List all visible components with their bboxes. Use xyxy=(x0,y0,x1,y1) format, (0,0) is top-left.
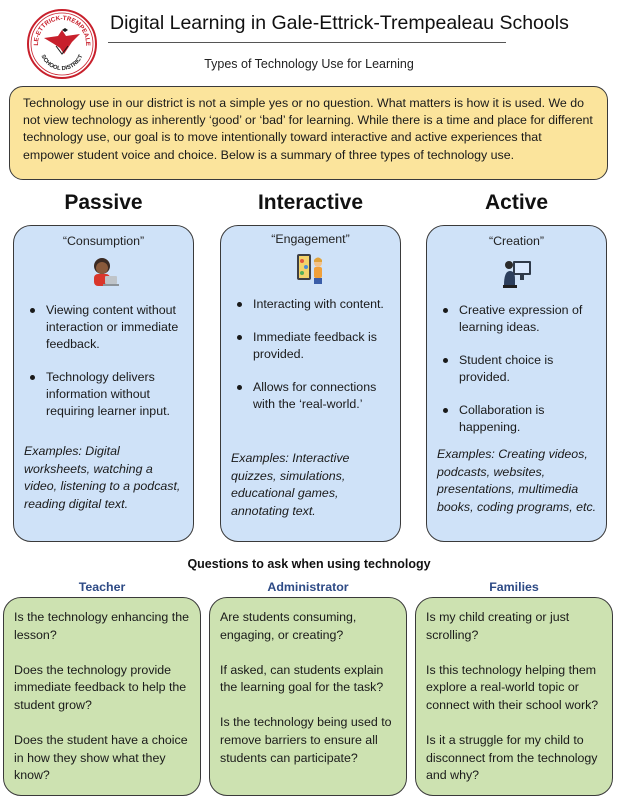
active-bullets: Creative expression of learning ideas. S… xyxy=(437,302,600,452)
question-item: If asked, can students explain the learn… xyxy=(220,662,384,695)
teacher-questions-card: Is the technology enhancing the lesson? … xyxy=(3,597,201,796)
question-item: Is the technology enhancing the lesson? xyxy=(14,610,189,642)
active-card: “Creation” Creative expression of learni… xyxy=(426,225,607,542)
list-item: Creative expression of learning ideas. xyxy=(437,302,600,336)
question-item: Is this technology helping them explore … xyxy=(426,662,599,712)
passive-subheading: “Consumption” xyxy=(62,234,145,248)
administrator-heading: Administrator xyxy=(267,580,349,594)
teacher-heading: Teacher xyxy=(78,580,126,594)
intro-box: Technology use in our district is not a … xyxy=(9,86,608,180)
interactive-subheading: “Engagement” xyxy=(271,232,350,246)
question-item: Does the technology provide immediate fe… xyxy=(14,662,187,712)
passive-bullets: Viewing content without interaction or i… xyxy=(24,302,187,436)
list-item: Allows for connections with the ‘real-wo… xyxy=(231,379,394,413)
passive-card: “Consumption” Viewing content without in… xyxy=(13,225,194,542)
interactive-examples: Examples: Interactive quizzes, simulatio… xyxy=(231,451,350,518)
administrator-questions-card: Are students consuming, engaging, or cre… xyxy=(209,597,407,796)
list-item: Interacting with content. xyxy=(231,296,394,313)
question-item: Is it a struggle for my child to disconn… xyxy=(426,732,598,783)
intro-text: Technology use in our district is not a … xyxy=(23,96,593,162)
heading-passive: Passive xyxy=(64,191,143,214)
heading-interactive: Interactive xyxy=(257,191,364,214)
student-laptop-icon xyxy=(93,258,119,286)
interactive-card: “Engagement” Interacting with content. I… xyxy=(220,225,401,542)
list-item: Viewing content without interaction or i… xyxy=(24,302,187,353)
question-item: Does the student have a choice in how th… xyxy=(14,732,188,783)
active-examples: Examples: Creating videos, podcasts, web… xyxy=(437,447,597,514)
active-subheading: “Creation” xyxy=(488,234,545,248)
list-item: Collaboration is happening. xyxy=(437,402,600,436)
families-questions-card: Is my child creating or just scrolling? … xyxy=(415,597,613,796)
list-item: Student choice is provided. xyxy=(437,352,600,386)
question-item: Is my child creating or just scrolling? xyxy=(426,610,570,642)
list-item: Technology delivers information without … xyxy=(24,369,187,420)
question-item: Are students consuming, engaging, or cre… xyxy=(220,610,357,642)
heading-active: Active xyxy=(484,191,549,214)
families-heading: Families xyxy=(489,580,539,594)
interactive-bullets: Interacting with content. Immediate feed… xyxy=(231,296,394,429)
district-logo: GALE-ETTRICK-TREMPEALEAU SCHOOL DISTRICT xyxy=(26,8,97,79)
title-divider xyxy=(108,42,506,43)
questions-title: Questions to ask when using technology xyxy=(187,557,431,571)
list-item: Immediate feedback is provided. xyxy=(231,329,394,363)
student-touchscreen-icon xyxy=(296,254,322,284)
student-computer-creation-icon xyxy=(502,261,531,288)
passive-examples: Examples: Digital worksheets, watching a… xyxy=(24,444,181,511)
question-item: Is the technology being used to remove b… xyxy=(220,715,392,765)
page-title: Digital Learning in Gale-Ettrick-Trempea… xyxy=(110,12,569,34)
page-subtitle: Types of Technology Use for Learning xyxy=(204,57,414,71)
